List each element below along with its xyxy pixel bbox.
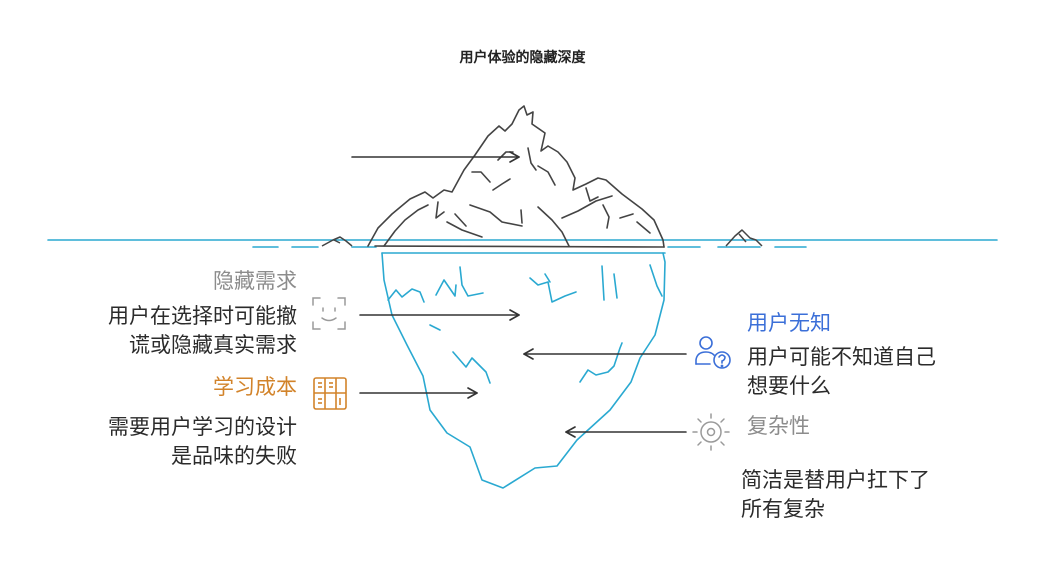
user-question-icon	[695, 336, 731, 369]
small-ice-chunks	[321, 229, 763, 247]
learning-cost-heading: 学习成本	[213, 375, 297, 399]
smiley-scan-icon	[312, 297, 346, 330]
iceberg-submerged	[381, 252, 666, 489]
learning-cost-line-1: 需要用户学习的设计	[108, 415, 297, 439]
complexity-heading: 复杂性	[747, 414, 810, 438]
diagram-title: 用户体验的隐藏深度	[459, 50, 586, 66]
hidden-needs-line-2: 谎或隐藏真实需求	[129, 333, 297, 357]
learning-cost-line-2: 是品味的失败	[171, 444, 297, 468]
learning-cost-description: 需要用户学习的设计 是品味的失败	[108, 413, 297, 471]
complexity-description: 简洁是替用户扛下了 所有复杂	[741, 466, 930, 524]
water-surface	[47, 239, 998, 248]
iceberg-tip	[367, 105, 665, 248]
arrows	[351, 151, 687, 438]
complexity-line-1: 简洁是替用户扛下了	[741, 468, 930, 492]
hidden-needs-line-1: 用户在选择时可能撤	[108, 304, 297, 328]
bookshelf-icon	[313, 377, 347, 410]
user-ignorance-line-1: 用户可能不知道自己	[747, 345, 936, 369]
hidden-needs-description: 用户在选择时可能撤 谎或隐藏真实需求	[108, 302, 297, 360]
hidden-needs-heading: 隐藏需求	[213, 269, 297, 293]
user-ignorance-heading: 用户无知	[747, 311, 831, 335]
user-ignorance-description: 用户可能不知道自己 想要什么	[747, 343, 936, 401]
sun-gear-icon	[692, 413, 730, 451]
user-ignorance-line-2: 想要什么	[747, 374, 831, 398]
complexity-line-2: 所有复杂	[741, 497, 825, 521]
